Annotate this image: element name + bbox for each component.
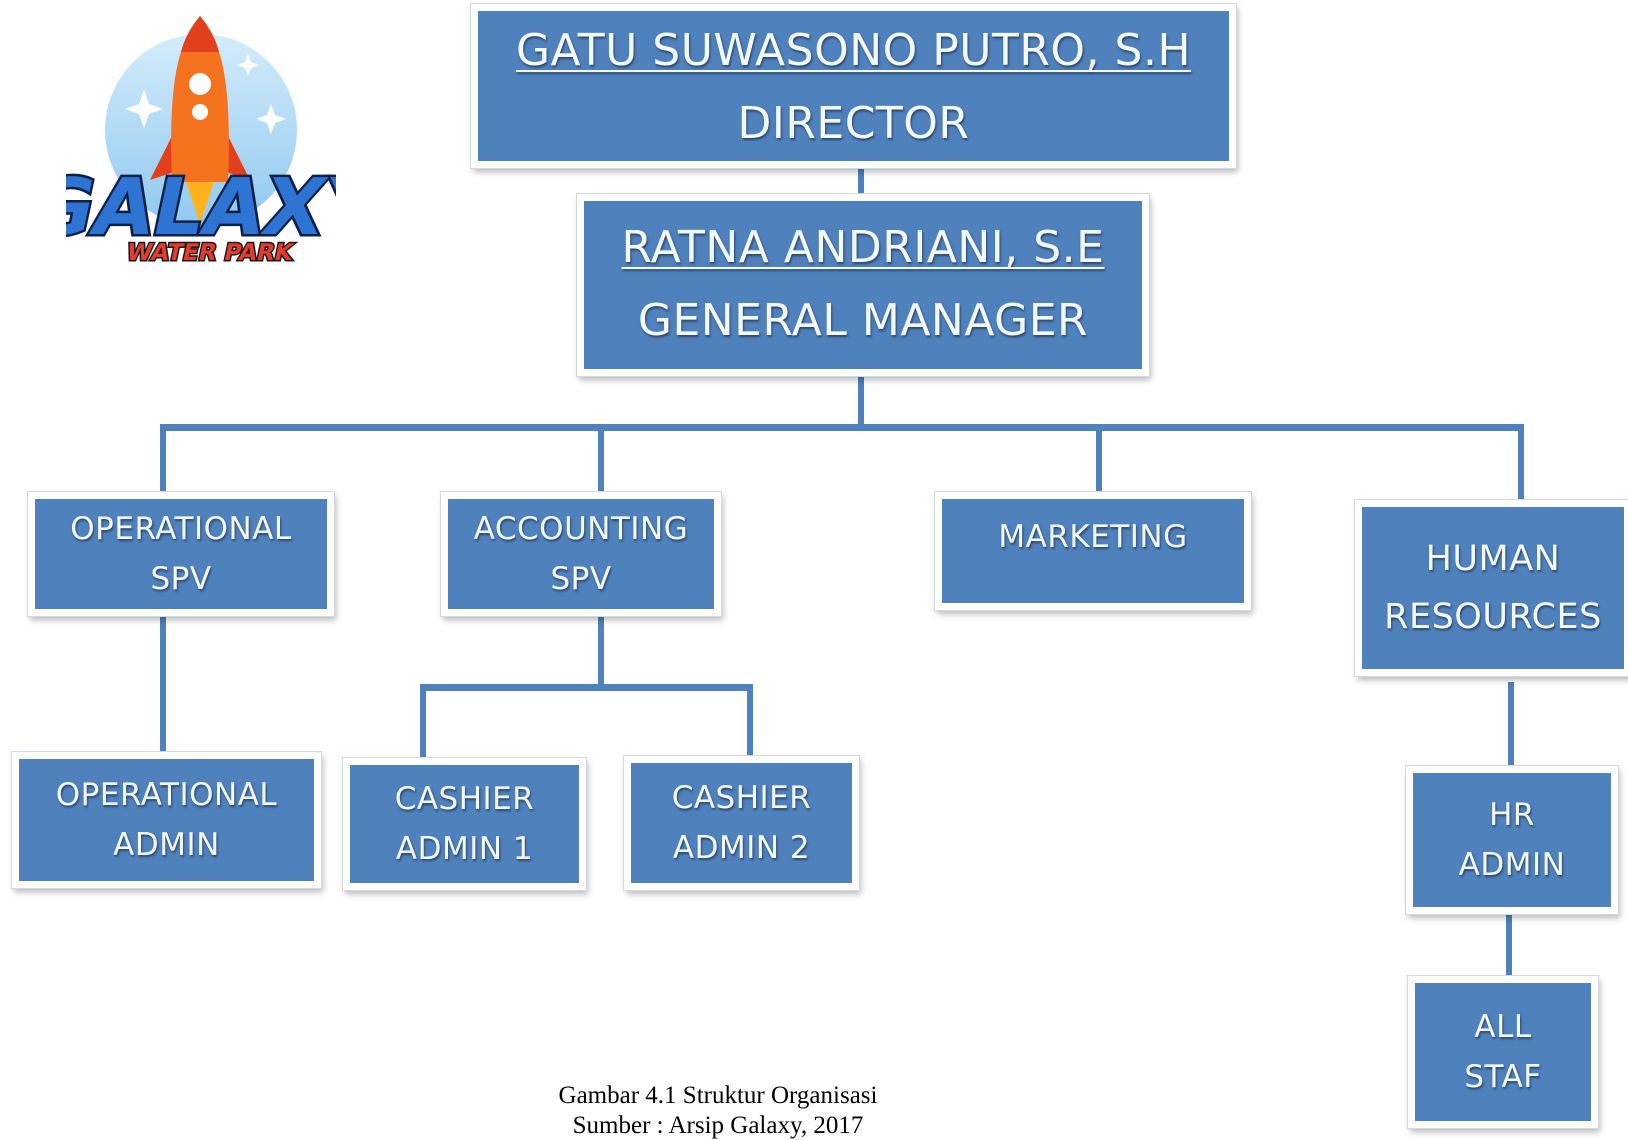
director-title: DIRECTOR [737,98,970,149]
rocket-icon [150,16,250,224]
cashier-admin-2-line1: CASHIER [671,780,812,816]
cashier-admin-1-line1: CASHIER [394,781,535,817]
hr-admin-line2: ADMIN [1458,847,1566,883]
marketing-line1: MARKETING [998,519,1188,555]
all-staf-line2: STAF [1464,1059,1542,1095]
cashier-admin-2-line2: ADMIN 2 [672,830,811,866]
connector-director-gm [858,168,864,198]
connector-cashier-1 [420,684,426,758]
operational-spv-line1: OPERATIONAL [70,511,292,547]
marketing-box: MARKETING [935,492,1251,610]
connector-bus-marketing [1096,424,1102,496]
connector-gm-bus [858,376,864,428]
connector-all-staf [1506,910,1512,976]
director-name: GATU SUWASONO PUTRO, S.H [515,25,1192,77]
operational-admin-box: OPERATIONAL ADMIN [12,752,321,888]
connector-operational-admin [160,616,166,758]
cashier-admin-1-line2: ADMIN 1 [395,831,534,867]
operational-spv-box: OPERATIONAL SPV [28,492,334,616]
cashier-admin-1-box: CASHIER ADMIN 1 [343,758,586,890]
operational-spv-line2: SPV [150,561,212,597]
source-caption: Sumber : Arsip Galaxy, 2017 [572,1112,864,1139]
sparkle-icon [125,54,286,134]
connector-cashier-2 [747,684,753,758]
accounting-spv-line1: ACCOUNTING [473,511,689,547]
all-staf-box: ALL STAF [1408,976,1598,1128]
connector-department-bus [160,424,1524,431]
hr-admin-box: HR ADMIN [1406,766,1618,914]
general-manager-box: RATNA ANDRIANI, S.E GENERAL MANAGER [577,194,1149,376]
accounting-spv-box: ACCOUNTING SPV [441,492,721,616]
connector-hr-admin [1508,682,1514,770]
logo-text: GALAXY [66,162,336,253]
cashier-admin-2-box: CASHIER ADMIN 2 [624,756,859,890]
all-staf-line1: ALL [1474,1009,1532,1045]
connector-accounting-cashier [598,616,604,690]
accounting-spv-line2: SPV [550,561,612,597]
figure-caption: Gambar 4.1 Struktur Organisasi [558,1082,878,1109]
human-resources-line2: RESOURCES [1384,597,1602,637]
human-resources-box: HUMAN RESOURCES [1355,500,1628,676]
connector-bus-accounting [598,424,604,496]
operational-admin-line2: ADMIN [113,827,220,863]
hr-admin-line1: HR [1489,797,1535,833]
operational-admin-line1: OPERATIONAL [55,777,278,813]
galaxy-water-park-logo: GALAXY WATER PARK [66,16,336,267]
connector-bus-human-resources [1518,424,1524,504]
connector-bus-operational [160,424,166,496]
general-manager-title: GENERAL MANAGER [637,295,1089,346]
general-manager-name: RATNA ANDRIANI, S.E [621,222,1105,274]
director-box: GATU SUWASONO PUTRO, S.H DIRECTOR [471,4,1236,168]
connector-cashier-bus [420,684,753,691]
logo-subtext: WATER PARK [124,239,296,266]
human-resources-line1: HUMAN [1425,539,1561,579]
